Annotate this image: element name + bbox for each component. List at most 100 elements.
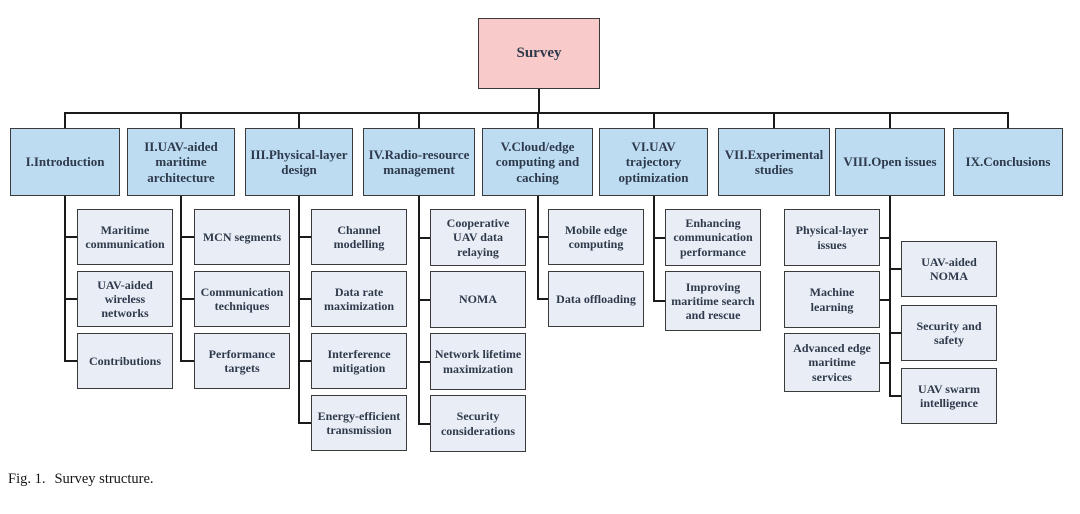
connector-elbow	[65, 298, 77, 300]
node-survey: Survey	[478, 18, 600, 89]
node-label: Performance targets	[208, 346, 276, 375]
node-maritime-communication: Maritime communication	[77, 209, 173, 265]
node-machine-learning: Machine learning	[784, 271, 880, 328]
connector-section-stem	[180, 196, 182, 362]
node-physical-layer-issues: Physical-layer issues	[784, 209, 880, 266]
node-label: Communication techniques	[200, 284, 284, 313]
connector-elbow	[537, 298, 548, 300]
node-label: Maritime communication	[85, 222, 165, 251]
connector-section-stem	[418, 196, 420, 425]
node-performance-targets: Performance targets	[194, 333, 290, 389]
node-mcn-segments: MCN segments	[194, 209, 290, 265]
connector-section-stem	[536, 196, 539, 300]
connector-elbow	[653, 236, 665, 239]
node-label: Cooperative UAV data relaying	[446, 216, 510, 259]
connector-section-stub	[298, 112, 300, 128]
node-uav-aided-noma: UAV-aided NOMA	[901, 241, 997, 297]
node-label: UAV-aided wireless networks	[97, 277, 153, 321]
connector-section-stub	[652, 112, 655, 128]
connector-section-stub	[889, 112, 891, 128]
node-improving-maritime-search-and-rescue: Improving maritime search and rescue	[665, 271, 761, 331]
connector-elbow	[890, 268, 901, 270]
node-uav-aided-maritime-architecture: II.UAV-aided maritime architecture	[127, 128, 235, 196]
node-channel-modelling: Channel modelling	[311, 209, 407, 265]
connector-elbow	[299, 236, 311, 238]
connector-elbow	[299, 422, 311, 424]
node-enhancing-communication-performance: Enhancing communication performance	[665, 209, 761, 266]
node-label: UAV-aided NOMA	[921, 254, 977, 283]
connector-elbow	[299, 360, 311, 362]
connector-elbow	[880, 236, 890, 239]
node-uav-swarm-intelligence: UAV swarm intelligence	[901, 368, 997, 424]
node-label: I.Introduction	[25, 154, 105, 170]
connector-elbow	[880, 298, 890, 301]
node-radio-resource-management: IV.Radio-resource management	[363, 128, 475, 196]
node-label: UAV swarm intelligence	[918, 381, 980, 410]
node-communication-techniques: Communication techniques	[194, 271, 290, 327]
node-network-lifetime-maximization: Network lifetime maximization	[430, 333, 526, 390]
connector-elbow	[890, 395, 901, 397]
connector-elbow	[419, 360, 430, 363]
node-conclusions: IX.Conclusions	[953, 128, 1063, 196]
node-label: VIII.Open issues	[843, 154, 937, 170]
node-contributions: Contributions	[77, 333, 173, 389]
node-label: Survey	[516, 44, 562, 61]
connector-elbow	[419, 298, 430, 301]
connector-elbow	[880, 361, 890, 364]
node-interference-mitigation: Interference mitigation	[311, 333, 407, 389]
node-label: Mobile edge computing	[564, 222, 628, 251]
node-label: Security and safety	[916, 318, 982, 347]
node-data-rate-maximization: Data rate maximization	[311, 271, 407, 327]
node-security-and-safety: Security and safety	[901, 305, 997, 361]
node-label: Data offloading	[556, 291, 636, 306]
node-label: MCN segments	[202, 229, 282, 244]
node-uav-trajectory-optimization: VI.UAV trajectory optimization	[599, 128, 708, 196]
node-label: Security considerations	[440, 409, 515, 438]
node-advanced-edge-maritime-services: Advanced edge maritime services	[784, 333, 880, 392]
figure-caption: Fig. 1. Survey structure.	[8, 471, 154, 488]
node-data-offloading: Data offloading	[548, 271, 644, 327]
connector-elbow	[181, 360, 194, 362]
node-label: IV.Radio-resource management	[368, 146, 470, 177]
node-label: Physical-layer issues	[795, 223, 869, 252]
node-cooperative-uav-data-relaying: Cooperative UAV data relaying	[430, 209, 526, 266]
connector-elbow	[181, 236, 194, 238]
node-label: Interference mitigation	[327, 346, 391, 375]
node-label: Contributions	[88, 353, 162, 368]
connector-elbow	[181, 298, 194, 300]
node-energy-efficient-transmission: Energy-efficient transmission	[311, 395, 407, 451]
node-label: Improving maritime search and rescue	[671, 279, 755, 323]
node-label: Advanced edge maritime services	[793, 341, 871, 384]
connector-section-stub	[1007, 112, 1009, 128]
node-label: NOMA	[459, 292, 497, 307]
figure-caption-label: Fig. 1.	[8, 471, 46, 487]
node-mobile-edge-computing: Mobile edge computing	[548, 209, 644, 265]
connector-elbow	[653, 300, 665, 302]
figure-caption-text: Survey structure.	[54, 471, 154, 487]
node-physical-layer-design: III.Physical-layer design	[245, 128, 353, 196]
connector-section-stem	[889, 196, 891, 397]
connector-section-stem	[298, 196, 300, 424]
connector-elbow	[65, 236, 77, 238]
node-label: Machine learning	[809, 285, 855, 314]
connector-section-stub	[64, 112, 66, 128]
node-label: III.Physical-layer design	[250, 146, 348, 177]
connector-section-stem	[64, 196, 66, 362]
node-experimental-studies: VII.Experimental studies	[718, 128, 830, 196]
connector-elbow	[890, 332, 901, 334]
connector-section-stem	[652, 196, 655, 302]
connector-elbow	[419, 422, 430, 425]
node-label: V.Cloud/edge computing and caching	[495, 139, 580, 185]
connector-section-stub	[180, 112, 182, 128]
node-label: II.UAV-aided maritime architecture	[144, 139, 218, 185]
connector-elbow	[419, 236, 430, 239]
node-label: Energy-efficient transmission	[317, 408, 401, 437]
connector-root-stem	[538, 89, 540, 112]
connector-elbow	[537, 236, 548, 238]
node-label: Channel modelling	[333, 222, 385, 251]
connector-section-stub	[773, 112, 775, 128]
node-label: Data rate maximization	[324, 284, 394, 313]
node-label: IX.Conclusions	[965, 154, 1051, 170]
connector-elbow	[299, 298, 311, 300]
